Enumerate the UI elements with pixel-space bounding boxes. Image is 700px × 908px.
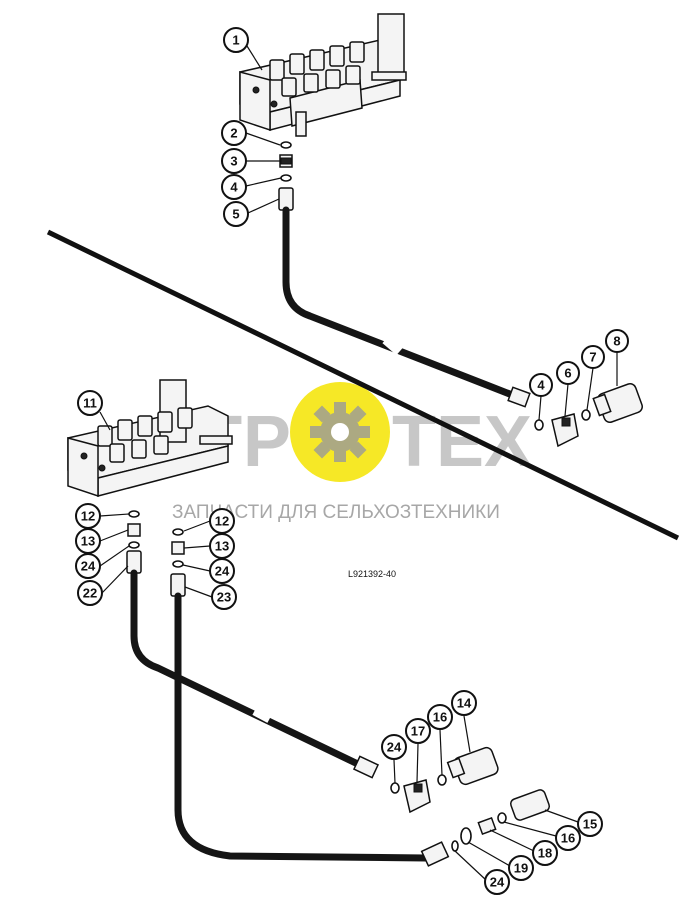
svg-text:8: 8 [613, 334, 620, 349]
o-ring-24-lower [451, 840, 459, 852]
svg-text:13: 13 [215, 539, 229, 554]
callout-1: 1 [223, 27, 249, 53]
callout-24-right: 24 [209, 558, 235, 584]
svg-text:16: 16 [561, 831, 575, 846]
callout-8: 8 [605, 329, 629, 353]
o-ring-4-upper [280, 174, 292, 182]
svg-text:22: 22 [83, 586, 97, 601]
svg-text:13: 13 [81, 534, 95, 549]
callout-4-right: 4 [529, 373, 553, 397]
coupler-8 [592, 383, 643, 423]
callout-7: 7 [581, 345, 605, 369]
adapter-3 [279, 154, 293, 168]
gear-logo-icon [290, 382, 390, 482]
svg-text:2: 2 [230, 126, 237, 141]
svg-text:15: 15 [583, 817, 597, 832]
callout-14: 14 [451, 690, 477, 716]
elbow-6 [551, 413, 579, 448]
svg-text:18: 18 [538, 846, 552, 861]
callout-16-lower: 16 [555, 825, 581, 851]
o-ring-24-mid [390, 782, 400, 794]
callout-24-mid: 24 [381, 734, 407, 760]
svg-text:6: 6 [564, 366, 571, 381]
hose-end-23 [420, 841, 450, 867]
svg-text:17: 17 [411, 724, 425, 739]
svg-text:12: 12 [215, 514, 229, 529]
valve-assembly-lower [67, 379, 233, 498]
svg-text:11: 11 [83, 396, 97, 411]
callout-2: 2 [221, 120, 247, 146]
svg-text:24: 24 [81, 559, 96, 574]
callout-23: 23 [211, 584, 237, 610]
section-divider [46, 229, 680, 541]
callout-16-upper: 16 [427, 704, 453, 730]
svg-text:16: 16 [433, 710, 447, 725]
o-ring-24-right [172, 560, 184, 568]
callout-11: 11 [77, 390, 103, 416]
adapter-13-right [171, 541, 185, 555]
svg-text:14: 14 [457, 696, 472, 711]
o-ring-16-lower [497, 812, 507, 824]
o-ring-2 [280, 141, 292, 149]
svg-text:1: 1 [232, 33, 239, 48]
callout-24-lower: 24 [484, 869, 510, 895]
o-ring-7 [581, 409, 591, 421]
callout-18: 18 [532, 840, 558, 866]
callout-22: 22 [77, 580, 103, 606]
svg-text:23: 23 [217, 590, 231, 605]
washer-19 [460, 827, 472, 845]
hose-end-22 [352, 755, 380, 779]
valve-assembly-upper [239, 13, 407, 137]
leader-lines [99, 45, 618, 881]
elbow-17 [403, 779, 431, 814]
svg-text:24: 24 [215, 564, 230, 579]
o-ring-16-upper [437, 774, 447, 786]
figure-id: L921392-40 [348, 569, 396, 579]
callout-3: 3 [221, 148, 247, 174]
callout-12-left: 12 [75, 503, 101, 529]
callout-6: 6 [556, 361, 580, 385]
svg-text:7: 7 [589, 350, 596, 365]
callout-13-left: 13 [75, 528, 101, 554]
o-ring-24-left [128, 541, 140, 549]
svg-text:4: 4 [230, 180, 238, 195]
callout-13-right: 13 [209, 533, 235, 559]
o-ring-12-right [172, 528, 184, 536]
svg-text:24: 24 [387, 740, 402, 755]
watermark-tagline: ЗАПЧАСТИ ДЛЯ СЕЛЬХОЗТЕХНИКИ [172, 502, 500, 523]
adapter-13-left [127, 523, 141, 537]
callout-24-left: 24 [75, 553, 101, 579]
watermark: АГР ТЕХ ЗАПЧАСТИ ДЛЯ СЕЛЬХОЗТЕХНИКИ [150, 382, 532, 523]
svg-text:12: 12 [81, 509, 95, 524]
svg-text:24: 24 [490, 875, 505, 890]
svg-text:19: 19 [514, 861, 528, 876]
svg-text:4: 4 [537, 378, 545, 393]
o-ring-4-right [534, 419, 544, 431]
o-ring-12-left [128, 510, 140, 518]
svg-text:5: 5 [232, 207, 239, 222]
coupler-15 [509, 789, 551, 821]
hose-upper [282, 206, 524, 402]
callout-19: 19 [508, 855, 534, 881]
callout-4: 4 [221, 174, 247, 200]
hose-22 [130, 569, 366, 770]
callout-15: 15 [577, 811, 603, 837]
callout-17: 17 [405, 718, 431, 744]
hose-23 [174, 592, 430, 862]
callout-5: 5 [223, 201, 249, 227]
watermark-brand-right: ТЕХ [392, 402, 532, 482]
callout-12-right: 12 [209, 508, 235, 534]
svg-text:3: 3 [230, 154, 237, 169]
hose-end-upper [507, 386, 531, 408]
coupler-14 [446, 746, 499, 786]
